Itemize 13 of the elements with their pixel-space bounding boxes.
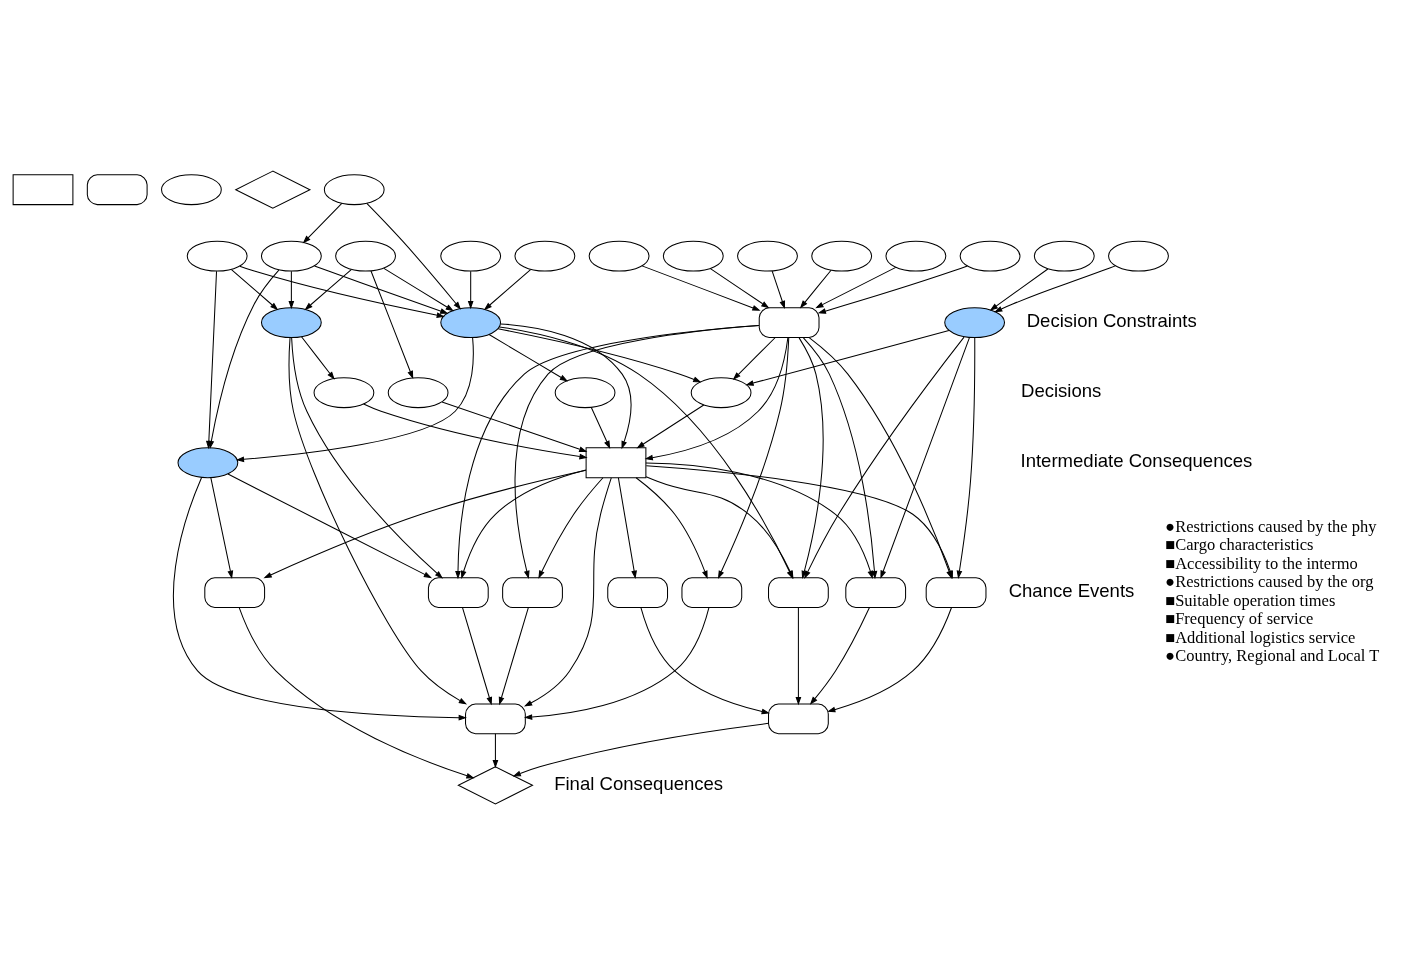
label: ●Country, Regional and Local T <box>1165 646 1380 666</box>
label: ■Frequency of service <box>1165 609 1314 629</box>
label: ●Restrictions caused by the phy <box>1165 516 1377 536</box>
label: ■Cargo characteristics <box>1165 535 1314 555</box>
label: Intermediate Consequences <box>1020 450 1253 472</box>
label: ■Additional logistics service <box>1165 627 1356 647</box>
label: ●Restrictions caused by the org <box>1165 572 1374 592</box>
label: Decision Constraints <box>1026 310 1197 332</box>
label: ■Accessibility to the intermo <box>1165 553 1358 573</box>
label: ■Suitable operation times <box>1165 590 1336 610</box>
label: Final Consequences <box>554 772 724 794</box>
label: Decisions <box>1021 380 1102 402</box>
label: Chance Events <box>1008 580 1135 602</box>
